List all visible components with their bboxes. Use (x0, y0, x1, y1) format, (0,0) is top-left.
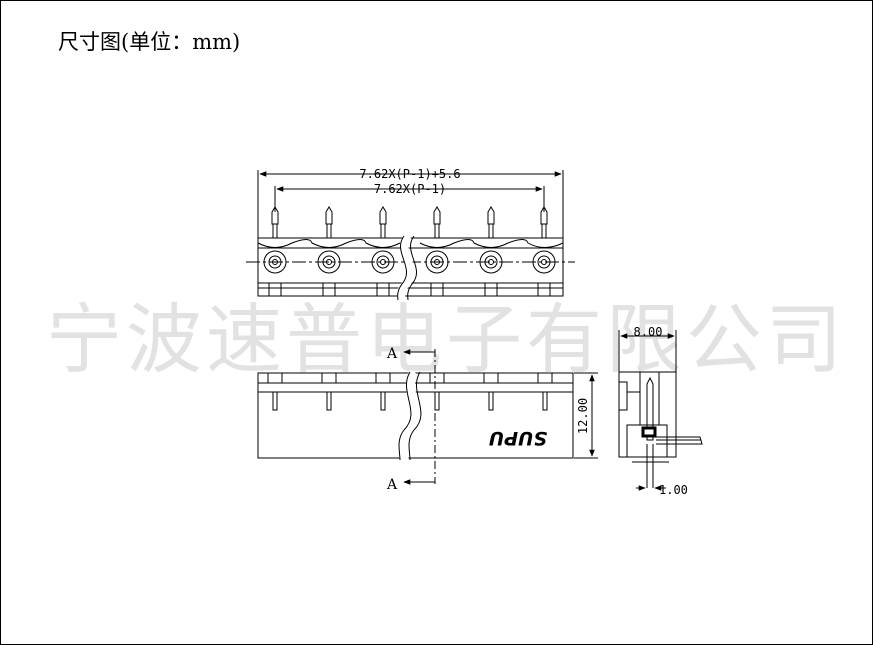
top-view (246, 170, 575, 301)
front-view (257, 349, 598, 485)
height-dimension: 12.00 (576, 398, 590, 434)
side-view (618, 330, 703, 491)
pin-offset-dimension: 1.00 (659, 483, 688, 497)
pitch-span-dimension: 7.62X(P-1) (374, 182, 446, 196)
brand-logo: SUPU (488, 427, 547, 449)
section-label-top: A (386, 346, 398, 362)
depth-dimension: 8.00 (634, 325, 663, 339)
pin-positions (263, 206, 556, 297)
page-title: 尺寸图(单位：mm) (58, 30, 241, 54)
section-label-bottom: A (386, 477, 398, 493)
overall-length-dimension: 7.62X(P-1)+5.6 (359, 167, 460, 181)
